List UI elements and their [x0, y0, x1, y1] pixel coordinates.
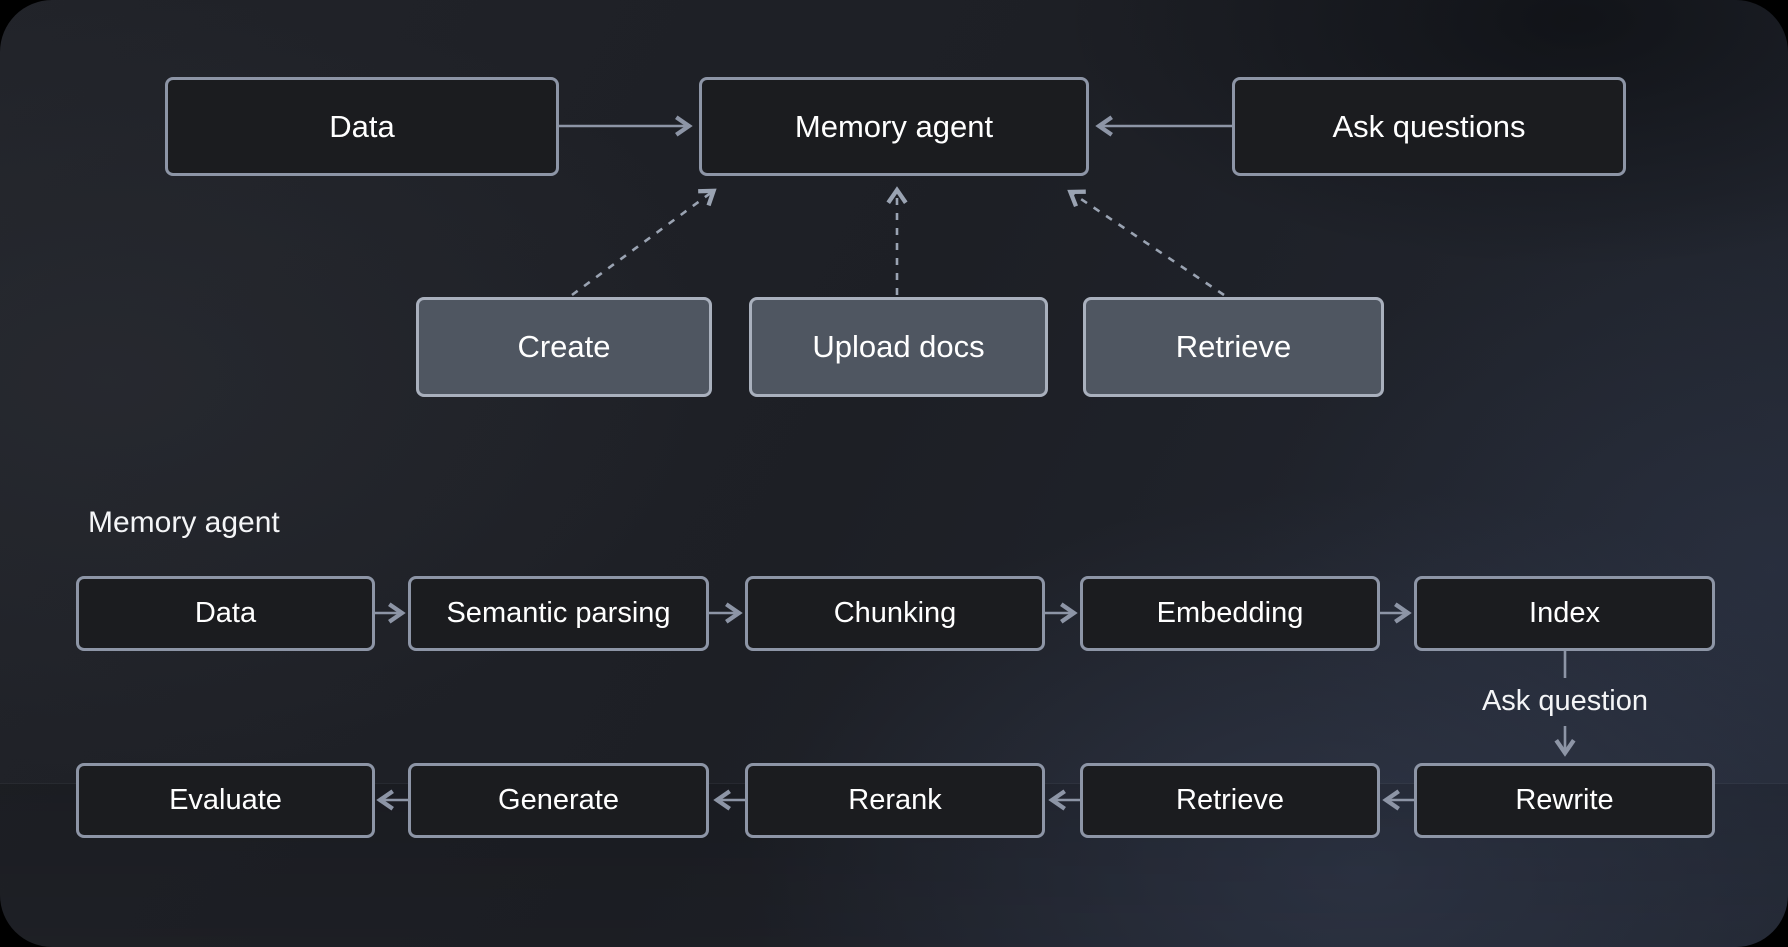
- node-label: Generate: [498, 784, 619, 816]
- node-chunking: Chunking: [745, 576, 1045, 651]
- dashed-arrow-create-to-memory-agent: [571, 188, 717, 297]
- node-semantic-parsing: Semantic parsing: [408, 576, 709, 651]
- node-label: Chunking: [833, 597, 957, 629]
- node-label: Rerank: [848, 784, 942, 816]
- node-evaluate: Evaluate: [76, 763, 375, 838]
- node-data-source: Data: [165, 77, 559, 176]
- pipeline-title: Memory agent: [88, 506, 280, 539]
- node-label: Embedding: [1156, 597, 1304, 629]
- node-rerank: Rerank: [745, 763, 1045, 838]
- node-label: Data: [194, 597, 257, 629]
- node-label: Index: [1529, 597, 1600, 629]
- node-memory-agent: Memory agent: [699, 77, 1089, 176]
- node-label: Upload docs: [812, 329, 985, 364]
- node-label: Retrieve: [1176, 784, 1284, 816]
- node-label: Ask questions: [1332, 108, 1526, 144]
- node-ask-questions: Ask questions: [1232, 77, 1626, 176]
- node-generate: Generate: [408, 763, 709, 838]
- node-label: Retrieve: [1175, 329, 1292, 364]
- ask-question-label: Ask question: [1481, 685, 1649, 717]
- node-rewrite: Rewrite: [1414, 763, 1715, 838]
- node-upload-docs: Upload docs: [749, 297, 1048, 397]
- node-retrieve: Retrieve: [1080, 763, 1380, 838]
- node-label: Semantic parsing: [446, 597, 671, 629]
- node-retrieve-operation: Retrieve: [1083, 297, 1384, 397]
- node-pipeline-data: Data: [76, 576, 375, 651]
- node-label: Evaluate: [169, 784, 282, 816]
- dashed-arrow-retrieve-to-memory-agent: [1067, 189, 1225, 297]
- node-label: Rewrite: [1515, 784, 1614, 816]
- node-index: Index: [1414, 576, 1715, 651]
- node-create: Create: [416, 297, 712, 397]
- node-label: Data: [329, 108, 395, 144]
- node-label: Memory agent: [794, 108, 994, 144]
- node-label: Create: [517, 329, 611, 364]
- node-embedding: Embedding: [1080, 576, 1380, 651]
